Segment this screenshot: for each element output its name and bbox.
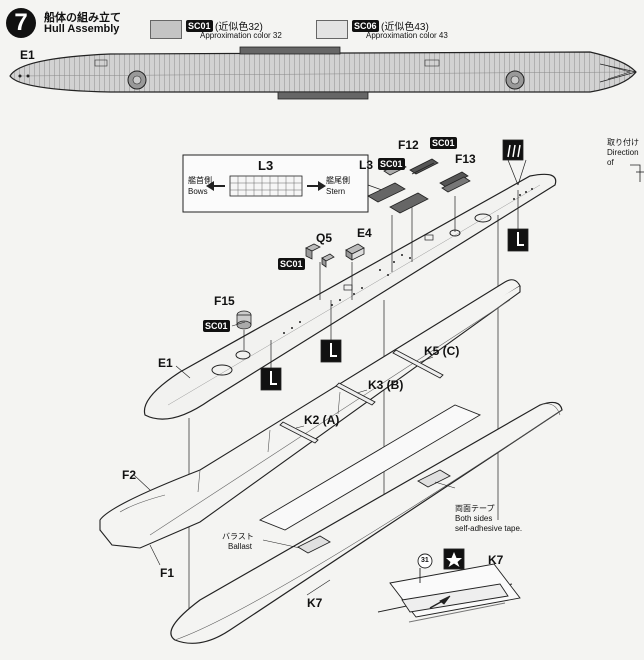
lower-hull-k7 [170, 401, 563, 644]
leader-lines [133, 321, 456, 596]
inset-bows-jp: 艦首側 [188, 176, 212, 185]
part-label-k5: K5 (C) [424, 344, 460, 358]
direction-note-jp: 取り付け [607, 138, 639, 147]
paint-label-en-sc06: Approximation color 43 [366, 31, 448, 40]
ballast-note-en: Ballast [228, 542, 253, 551]
part-label-f13: F13 [455, 152, 476, 166]
deck-part-e1 [143, 173, 557, 420]
hull-bulkheads [279, 349, 444, 444]
part-label-l3: L3 [359, 158, 374, 172]
part-label-e4: E4 [357, 226, 372, 240]
ballast-and-tape [258, 404, 482, 554]
inset-stern-en: Stern [326, 187, 346, 196]
part-label-k3: K3 (B) [368, 378, 404, 392]
paint-label-jp-sc06: (近似色43) [381, 22, 429, 33]
paint-code-sc01: SC01 [186, 20, 213, 32]
step-number: 7 [6, 8, 36, 38]
paint-label-jp-sc01: (近似色32) [215, 22, 263, 33]
top-view-hull [9, 46, 637, 100]
tape-note-en-2: self-adhesive tape. [455, 524, 523, 533]
part-label-f12: F12 [398, 138, 419, 152]
part-label-e1: E1 [158, 356, 173, 370]
part-label-k2: K2 (A) [304, 413, 340, 427]
part-label-k7: K7 [307, 596, 323, 610]
direction-note-en: Direction of [607, 148, 639, 167]
circle-number-31: 31 [421, 557, 429, 564]
inset-bows-en: Bows [188, 187, 208, 196]
paint-swatch-sc06 [316, 20, 348, 39]
paint-code-f15: SC01 [203, 320, 230, 332]
tape-note-jp: 両面テープ [455, 504, 495, 513]
l3-inset [182, 154, 383, 213]
part-label-f1: F1 [160, 566, 175, 580]
paint-swatch-sc01 [150, 20, 182, 39]
part-label-l3-inset: L3 [258, 158, 274, 173]
part-label-f15: F15 [214, 294, 235, 308]
right-edge-fragment [630, 164, 644, 182]
guide-lines [188, 159, 527, 640]
step-title-jp: 船体の組み立て [44, 12, 121, 24]
step-title-en: Hull Assembly [44, 23, 120, 35]
part-label-e1-top: E1 [20, 48, 35, 62]
paint-label-en-sc01: Approximation color 32 [200, 31, 282, 40]
ballast-note-jp: バラスト [222, 532, 254, 541]
paint-code-l3: SC01 [378, 158, 405, 170]
part-label-f2: F2 [122, 468, 137, 482]
k7-detail [377, 548, 521, 623]
paint-code-sc06: SC06 [352, 20, 379, 32]
tape-note-en-1: Both sides [455, 514, 493, 523]
inset-stern-jp: 艦尾側 [326, 176, 350, 185]
part-label-q5: Q5 [316, 231, 333, 245]
paint-code-q5: SC01 [278, 258, 305, 270]
hull-sides [99, 279, 521, 549]
paint-code-f12: SC01 [430, 137, 457, 149]
part-label-k7-detail: K7 [488, 553, 504, 567]
